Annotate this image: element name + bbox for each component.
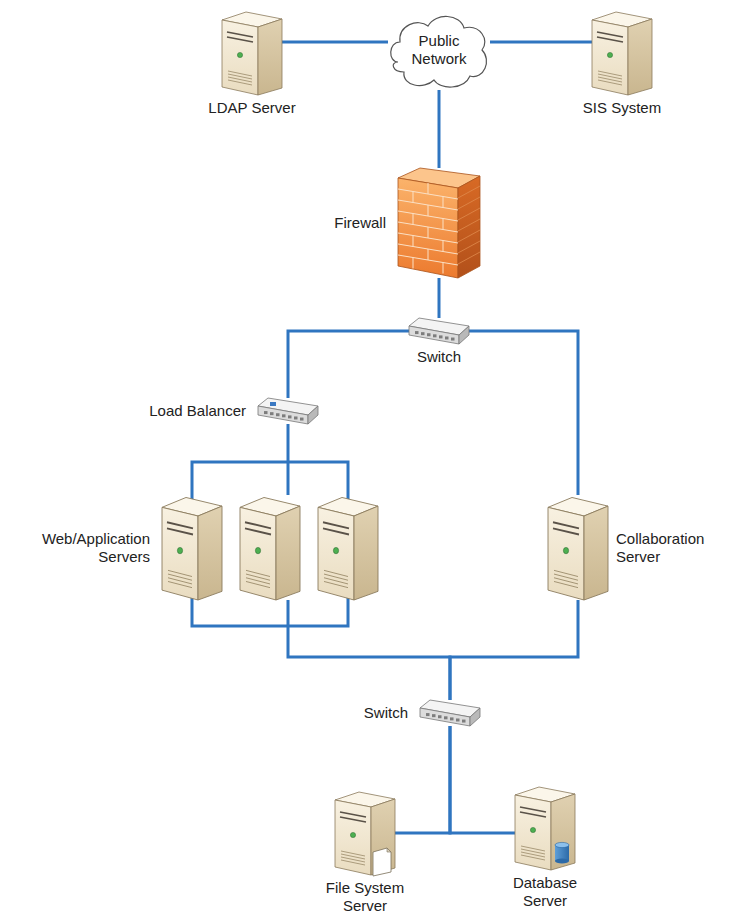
device-icon bbox=[548, 495, 608, 600]
node-label: File System Server bbox=[310, 879, 420, 915]
network-link bbox=[490, 41, 592, 44]
device-icon bbox=[162, 495, 378, 600]
device-icon bbox=[222, 10, 282, 95]
server-group: Web/Application Servers bbox=[162, 495, 378, 600]
node-label: Public Network bbox=[397, 32, 481, 68]
network-link bbox=[438, 90, 441, 168]
node-label: Collaboration Server bbox=[616, 530, 726, 566]
node-label: Web/Application Servers bbox=[12, 530, 150, 566]
node-label: SIS System bbox=[562, 99, 682, 117]
node-label: Database Server bbox=[490, 874, 600, 910]
network-link bbox=[282, 41, 388, 44]
device-icon bbox=[420, 700, 480, 726]
network-link bbox=[395, 726, 450, 833]
node-label: Switch bbox=[399, 348, 479, 366]
device-icon bbox=[515, 785, 575, 870]
node-label: Load Balancer bbox=[126, 402, 246, 420]
network-link bbox=[287, 424, 290, 495]
network-switch: Switch bbox=[420, 700, 480, 726]
device-icon bbox=[409, 318, 469, 344]
device-icon bbox=[335, 790, 395, 875]
ldap-server: LDAP Server bbox=[222, 10, 282, 95]
network-link bbox=[438, 278, 441, 318]
sis-server: SIS System bbox=[592, 10, 652, 95]
file-server: File System Server bbox=[335, 790, 395, 875]
network-link bbox=[469, 331, 578, 495]
firewall: Firewall bbox=[398, 168, 480, 278]
device-icon bbox=[258, 398, 318, 424]
network-link bbox=[288, 331, 409, 398]
network-switch: Switch bbox=[409, 318, 469, 344]
network-link bbox=[450, 726, 515, 833]
node-label: LDAP Server bbox=[187, 99, 317, 117]
device-icon bbox=[592, 10, 652, 95]
collaboration-server: Collaboration Server bbox=[548, 495, 608, 600]
device-icon bbox=[398, 168, 480, 278]
database-server: Database Server bbox=[515, 785, 575, 870]
load-balancer: Load Balancer bbox=[258, 398, 318, 424]
network-cloud: Public Network bbox=[388, 10, 490, 90]
network-link bbox=[288, 600, 450, 700]
node-label: Firewall bbox=[296, 214, 386, 232]
node-label: Switch bbox=[328, 704, 408, 722]
network-link bbox=[450, 600, 578, 700]
